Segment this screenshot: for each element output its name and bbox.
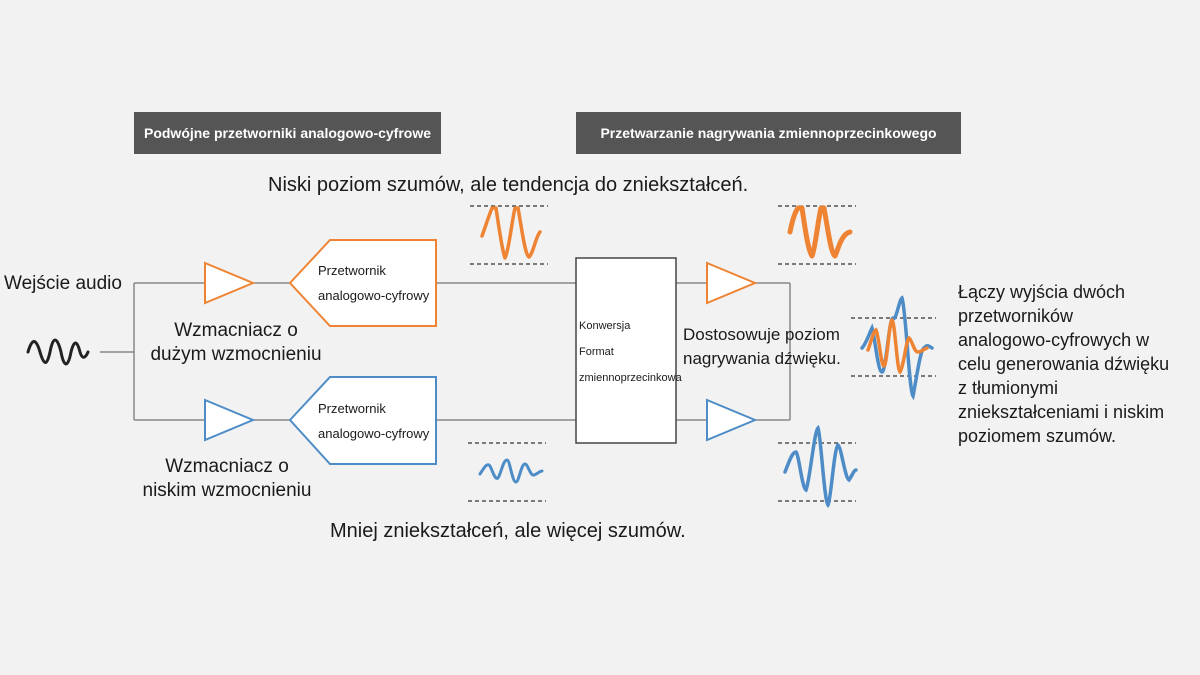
output-description-line-7: poziomem szumów. (958, 426, 1117, 446)
upper-adc-label-line-2: analogowo-cyfrowy (318, 288, 430, 303)
float-recording-header: Przetwarzanie nagrywania zmiennoprzecink… (576, 112, 961, 154)
output-description-line-6: zniekształceniami i niskim (958, 402, 1165, 422)
converter-box (575, 257, 677, 444)
input-waveform (26, 338, 90, 366)
output-description-line-1: Łączy wyjścia dwóch (958, 282, 1126, 302)
output-description: Łączy wyjścia dwóch przetworników analog… (958, 280, 1169, 448)
converter-label-line-2: Format (579, 346, 614, 358)
output-description-line-5: z tłumionymi (958, 378, 1059, 398)
lower-level-amplifier-icon (706, 398, 758, 442)
signal-lines (100, 282, 791, 421)
level-adjust-label: Dostosowuje poziom nagrywania dźwięku. (683, 323, 841, 371)
high-gain-adc-waveform (480, 206, 542, 260)
output-description-line-3: analogowo-cyfrowych w (958, 330, 1150, 350)
lower-adc-label-line-1: Przetwornik (318, 401, 386, 416)
bottom-caption: Mniej zniekształceń, ale więcej szumów. (330, 520, 686, 542)
audio-input-label: Wejście audio (4, 273, 122, 294)
output-description-line-2: przetworników (958, 306, 1074, 326)
top-caption: Niski poziom szumów, ale tendencja do zn… (268, 174, 749, 196)
upper-level-amplifier-icon (706, 261, 758, 305)
lower-adc-label-line-2: analogowo-cyfrowy (318, 426, 430, 441)
output-description-line-4: celu generowania dźwięku (958, 354, 1170, 374)
high-gain-amplifier-icon (204, 261, 256, 305)
upper-adc-label: Przetwornik analogowo-cyfrowy (318, 258, 429, 308)
converter-label-line-3: zmiennoprzecinkowa (579, 372, 682, 384)
dual-adc-header: Podwójne przetworniki analogowo-cyfrowe (134, 112, 441, 154)
upper-adc-label-line-1: Przetwornik (318, 263, 386, 278)
high-gain-amp-label-line-1: Wzmacniacz o (174, 320, 298, 341)
low-gain-amplifier-icon (204, 398, 256, 442)
low-gain-adc-waveform (478, 458, 544, 484)
converter-label: Konwersja Format zmiennoprzecinkowa (579, 313, 682, 391)
level-adjust-label-line-2: nagrywania dźwięku. (683, 349, 841, 368)
lower-adc-label: Przetwornik analogowo-cyfrowy (318, 396, 429, 446)
high-gain-amp-label: Wzmacniacz o dużym wzmocnieniu (146, 319, 326, 367)
boosted-output-waveform-lower (783, 424, 858, 509)
low-gain-amp-label-line-2: niskim wzmocnieniu (142, 480, 312, 501)
low-gain-amp-label: Wzmacniacz o niskim wzmocnieniu (137, 455, 317, 503)
combined-output-waveform-orange (866, 317, 929, 375)
lower-adc-box (288, 376, 437, 465)
high-gain-amp-label-line-2: dużym wzmocnieniu (150, 344, 322, 365)
upper-adc-box (288, 239, 437, 327)
clipped-output-waveform-upper (787, 205, 853, 259)
converter-label-line-1: Konwersja (579, 320, 631, 332)
level-adjust-label-line-1: Dostosowuje poziom (683, 325, 840, 344)
low-gain-amp-label-line-1: Wzmacniacz o (165, 456, 289, 477)
